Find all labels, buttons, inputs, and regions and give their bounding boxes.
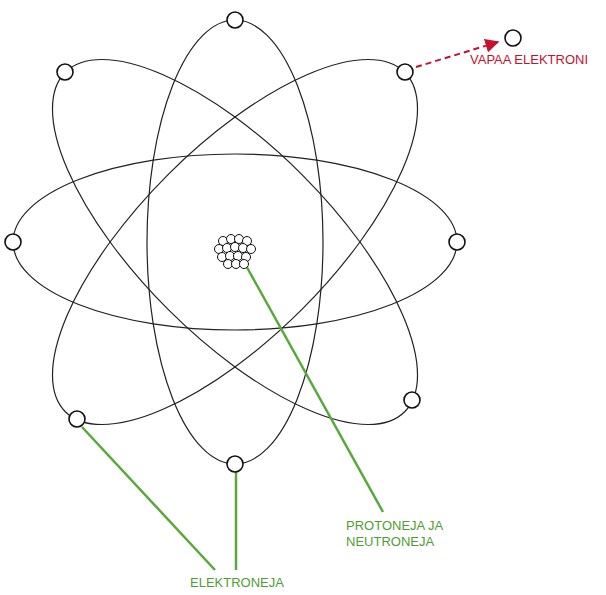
- electron-orbits: [0, 5, 472, 479]
- leader-lines: [82, 262, 383, 570]
- electron: [449, 234, 465, 250]
- electrons: [5, 12, 521, 472]
- nucleus-label: PROTONEJA JA NEUTRONEJA: [346, 518, 450, 550]
- electron: [5, 234, 21, 250]
- electron: [397, 64, 413, 80]
- leader-line: [244, 262, 383, 512]
- electron: [57, 64, 73, 80]
- free-electron-label: VAPAA ELEKTRONI: [470, 52, 600, 68]
- electron: [69, 411, 85, 427]
- electron: [227, 456, 243, 472]
- electron-label: ELEKTRONEJA: [190, 575, 300, 591]
- orbit: [0, 5, 472, 479]
- orbit: [0, 5, 472, 479]
- electron: [404, 392, 420, 408]
- electron: [227, 12, 243, 28]
- nucleus: [215, 235, 256, 269]
- free-electron: [505, 30, 521, 46]
- orbit: [147, 20, 323, 464]
- orbit: [13, 154, 457, 330]
- leader-line: [235, 472, 238, 570]
- leader-line: [82, 427, 215, 570]
